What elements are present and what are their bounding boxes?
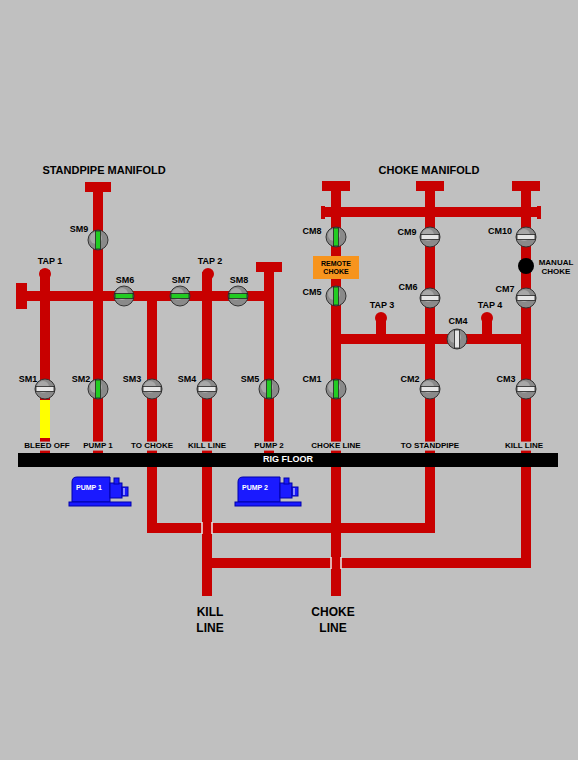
part-label: BLEED OFF bbox=[22, 442, 71, 451]
node-text: PUMP 1 bbox=[76, 484, 102, 492]
part-label: SM8 bbox=[230, 276, 249, 286]
part-label: TO CHOKE bbox=[129, 442, 175, 451]
part-label: CM1 bbox=[302, 375, 321, 385]
part-label: KILL LINE bbox=[188, 604, 232, 636]
part-label: SM1 bbox=[19, 375, 38, 385]
valve-symbol bbox=[420, 379, 440, 399]
valve-symbol bbox=[516, 288, 536, 308]
valve-symbol bbox=[420, 288, 440, 308]
part-label: CM10 bbox=[488, 227, 512, 237]
part-label: TO STANDPIPE bbox=[399, 442, 461, 451]
valve-symbol bbox=[228, 286, 248, 306]
part-label: MANUAL CHOKE bbox=[537, 259, 575, 277]
part-label: SM9 bbox=[70, 225, 89, 235]
valve-symbol bbox=[420, 227, 440, 247]
part-label: CM7 bbox=[495, 285, 514, 295]
part-label: CM2 bbox=[400, 375, 419, 385]
pump-icon: PUMP 2 bbox=[234, 474, 302, 508]
part-label: CM9 bbox=[397, 228, 416, 238]
part-label: TAP 3 bbox=[370, 301, 395, 311]
pump-icon: PUMP 1 bbox=[68, 474, 132, 508]
rig-floor-band: RIG FLOOR bbox=[18, 453, 558, 467]
valve-symbol bbox=[326, 227, 346, 247]
part-label: KILL LINE bbox=[186, 442, 228, 451]
part-label: CHOKE LINE bbox=[308, 604, 358, 636]
manual-choke-symbol bbox=[518, 258, 534, 274]
valve-symbol bbox=[516, 227, 536, 247]
section-heading: CHOKE MANIFOLD bbox=[379, 164, 480, 176]
valve-symbol bbox=[170, 286, 190, 306]
part-label: SM4 bbox=[178, 375, 197, 385]
part-label: SM7 bbox=[172, 276, 191, 286]
node-text: REMOTE CHOKE bbox=[313, 260, 359, 275]
part-label: TAP 2 bbox=[198, 257, 223, 267]
valve-symbol bbox=[114, 286, 134, 306]
part-label: SM2 bbox=[72, 375, 91, 385]
pipes bbox=[22, 186, 540, 596]
part-label: TAP 4 bbox=[478, 301, 503, 311]
part-label: SM5 bbox=[241, 375, 260, 385]
flanges bbox=[16, 181, 541, 324]
part-label: CM6 bbox=[398, 283, 417, 293]
part-label: CM4 bbox=[448, 317, 467, 327]
part-label: CM5 bbox=[302, 288, 321, 298]
node-text: PUMP 2 bbox=[242, 484, 268, 492]
part-label: CM3 bbox=[496, 375, 515, 385]
valve-symbol bbox=[326, 286, 346, 306]
part-label: SM6 bbox=[116, 276, 135, 286]
part-label: SM3 bbox=[123, 375, 142, 385]
part-label: KILL LINE bbox=[503, 442, 545, 451]
part-label: TAP 1 bbox=[38, 257, 63, 267]
valve-symbol bbox=[35, 379, 55, 399]
section-heading: STANDPIPE MANIFOLD bbox=[42, 164, 165, 176]
valve-symbol bbox=[447, 329, 467, 349]
valve-symbol bbox=[88, 230, 108, 250]
bleed-off-line bbox=[40, 400, 50, 438]
valves bbox=[35, 227, 536, 399]
part-label: PUMP 1 bbox=[81, 442, 115, 451]
choke-box: REMOTE CHOKE bbox=[313, 256, 359, 279]
part-label: PUMP 2 bbox=[252, 442, 286, 451]
pipe-crossings bbox=[202, 522, 341, 569]
valve-symbol bbox=[326, 379, 346, 399]
node-text: RIG FLOOR bbox=[263, 455, 313, 465]
valve-symbol bbox=[88, 379, 108, 399]
valve-symbol bbox=[259, 379, 279, 399]
valve-symbol bbox=[142, 379, 162, 399]
part-label: CM8 bbox=[302, 227, 321, 237]
valve-symbol bbox=[516, 379, 536, 399]
valve-symbol bbox=[197, 379, 217, 399]
part-label: CHOKE LINE bbox=[309, 442, 362, 451]
